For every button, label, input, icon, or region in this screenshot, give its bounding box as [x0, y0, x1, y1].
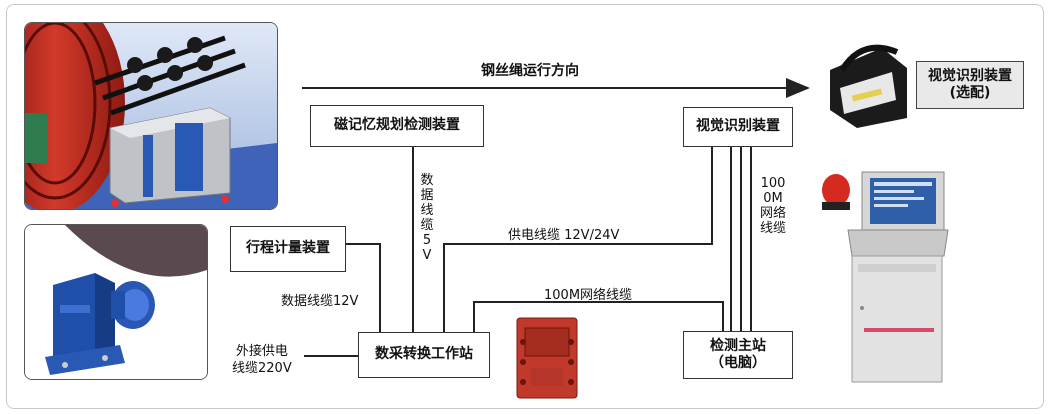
host-box-line1: 检测主站 — [710, 337, 766, 354]
stroke-meter-box: 行程计量装置 — [230, 226, 346, 272]
magnetic-memory-device-box: 磁记忆规划检测装置 — [310, 105, 484, 147]
rope-detector-illustration — [25, 23, 277, 209]
host-station-box: 检测主站 （电脑） — [683, 331, 793, 379]
optional-box-line2: (选配) — [949, 85, 991, 101]
external-power-line2: 线缆220V — [232, 361, 292, 376]
visual-camera-device-illustration — [830, 44, 907, 128]
direction-label: 钢丝绳运行方向 — [481, 63, 579, 79]
detector-illustration-panel — [24, 22, 278, 210]
optional-box-line1: 视觉识别装置 — [928, 67, 1012, 84]
data-station-device-illustration — [516, 317, 578, 399]
stroke-encoder-illustration — [25, 225, 207, 379]
encoder-illustration-panel — [24, 224, 208, 380]
host-station-cabinet-illustration — [822, 171, 949, 383]
network-100m-cable-label: 100M网络线缆 — [544, 288, 633, 303]
data-acquisition-station-box: 数采转换工作站 — [358, 332, 490, 378]
external-power-line1: 外接供电 — [235, 344, 288, 359]
network-1000m-cable-label: 1000M网络线缆 — [759, 176, 786, 236]
visual-recognition-box: 视觉识别装置 — [683, 107, 793, 147]
host-box-line2: （电脑） — [710, 355, 766, 371]
power-cable-label: 供电线缆 12V/24V — [508, 228, 620, 243]
visual-recognition-optional-box: 视觉识别装置 (选配) — [916, 61, 1024, 109]
external-power-cable-label: 外接供电 线缆220V — [232, 343, 292, 377]
data-12v-cable-label: 数据线缆12V — [281, 294, 359, 309]
data-5v-cable-label: 数据线缆5V — [420, 173, 434, 263]
